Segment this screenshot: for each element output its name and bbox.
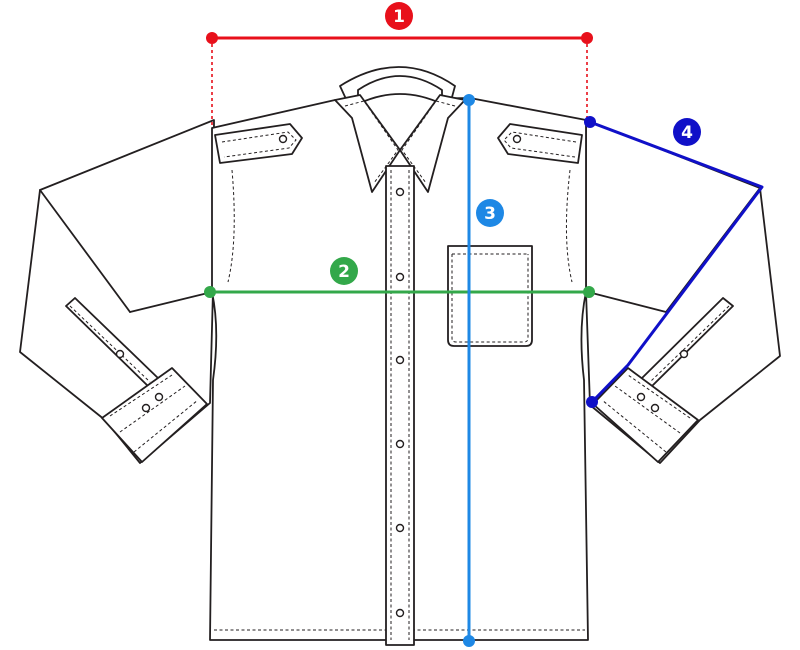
measurement-2-chest: 2	[204, 257, 595, 298]
measurement-2-badge: 2	[330, 257, 358, 285]
shirt-illustration	[19, 66, 781, 646]
chest-pocket	[447, 245, 533, 347]
measurement-1-badge: 1	[385, 2, 413, 30]
measurement-4-number: 4	[681, 123, 693, 143]
measurement-3-number: 3	[484, 204, 496, 224]
left-sleeve	[19, 119, 215, 464]
measurement-3-badge: 3	[476, 199, 504, 227]
front-placket	[385, 165, 415, 646]
measurement-3-length: 3	[463, 94, 504, 647]
right-epaulette	[497, 123, 583, 164]
left-epaulette	[214, 123, 303, 164]
measurement-2-number: 2	[338, 262, 350, 282]
measurement-4-sleeve: 4	[584, 116, 764, 408]
measurement-4-badge: 4	[673, 118, 701, 146]
measurement-1-number: 1	[393, 7, 405, 27]
measurement-1-shoulder: 1	[206, 2, 593, 128]
